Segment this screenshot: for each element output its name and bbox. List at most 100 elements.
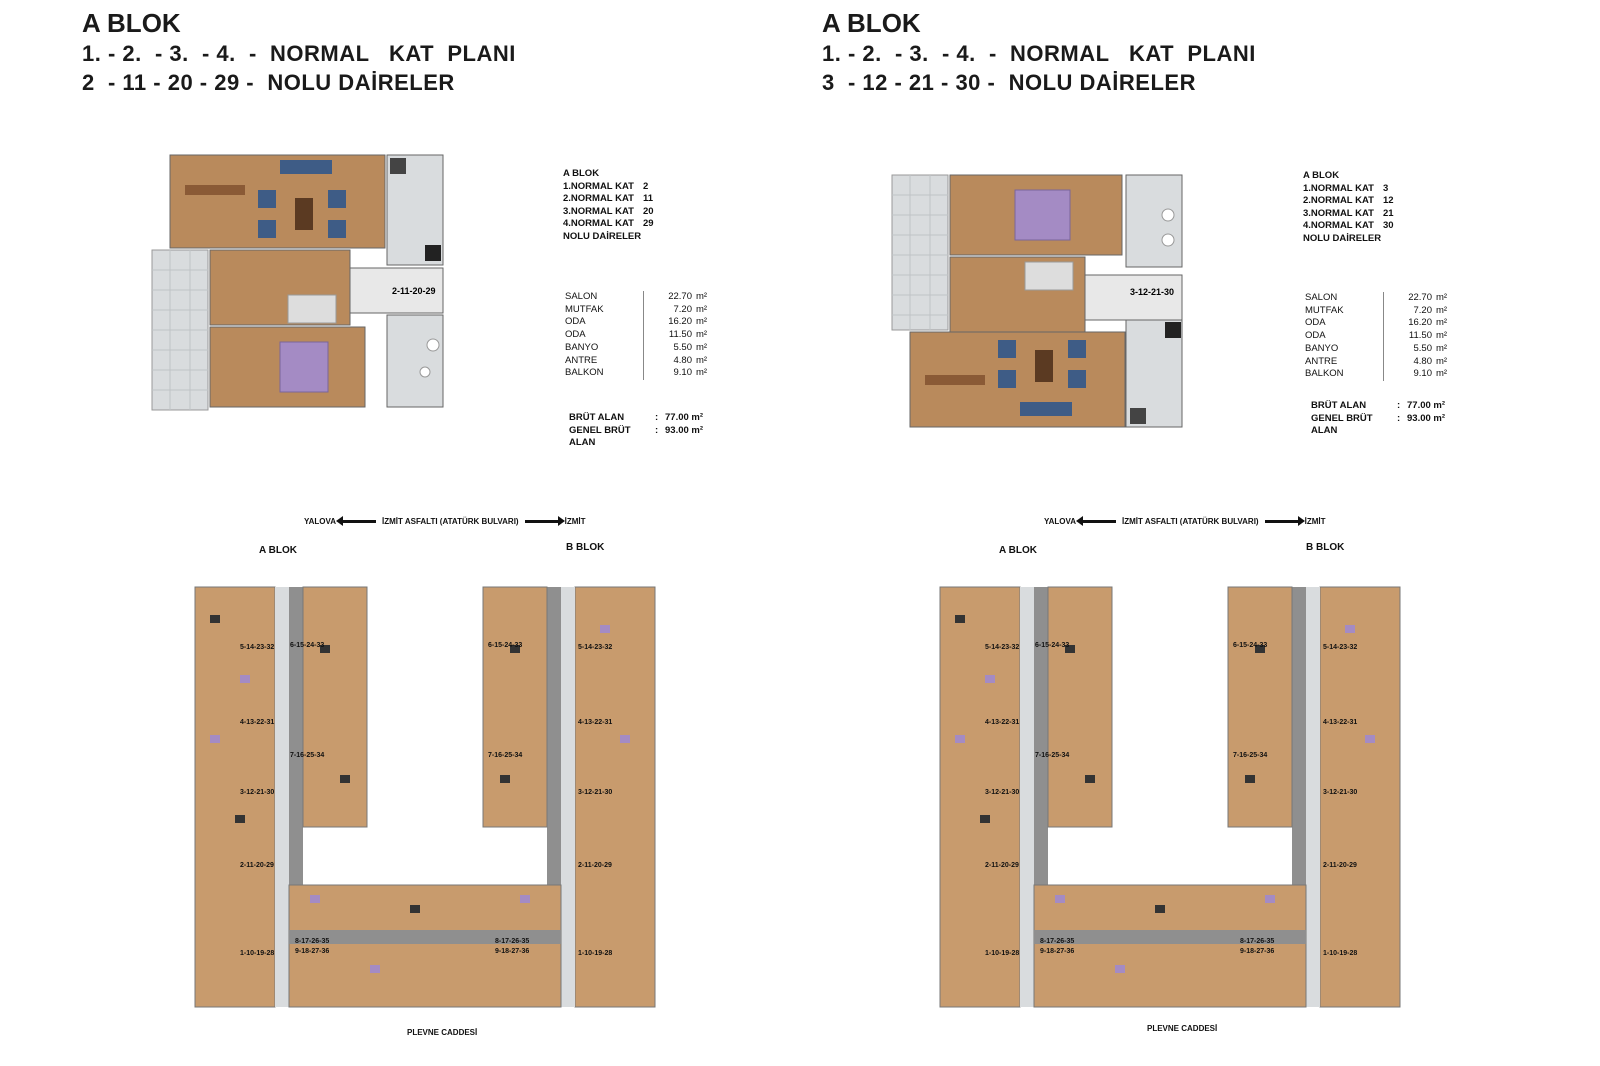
site-unit-label: 2-11-20-29 [240,862,274,869]
road-right-label: İZMİT [564,517,586,526]
bathroom [386,314,444,408]
total-row: BRÜT ALAN:77.00 m² [569,412,704,423]
street-label: PLEVNE CADDESİ [1147,1024,1218,1033]
site-plan: 5-14-23-32 4-13-22-31 3-12-21-30 2-11-20… [939,586,1401,1008]
site-unit-label: 6-15-24-33 [1035,642,1069,649]
site-unit-label: 5-14-23-32 [985,644,1019,651]
site-unit-label: 3-12-21-30 [578,789,612,796]
site-unit-label: 8-17-26-35 [495,938,529,945]
site-plan: 5-14-23-32 4-13-22-31 3-12-21-30 2-11-20… [194,586,656,1008]
site-unit-label: 2-11-20-29 [578,862,612,869]
site-unit-label: 7-16-25-34 [488,752,522,759]
unit-numbers-title: 2 - 11 - 20 - 29 - NOLU DAİRELER [82,70,455,95]
site-unit-label: 4-13-22-31 [240,719,274,726]
site-unit-label: 9-18-27-36 [295,948,329,955]
total-row: GENEL BRÜT ALAN:93.00 m² [569,424,704,449]
site-unit-label: 1-10-19-28 [240,950,274,957]
info-header: A BLOK [563,168,600,179]
road-direction: YALOVA İZMİT ASFALTI (ATATÜRK BULVARI) İ… [1044,516,1326,526]
unit-label: 3-12-21-30 [1130,287,1174,297]
living-room [909,331,1126,428]
block-a-label: A BLOK [999,545,1037,556]
site-unit-label: 1-10-19-28 [578,950,612,957]
bathroom [1125,174,1183,268]
floor-plan-panel-left: A BLOK 1. - 2. - 3. - 4. - NORMAL KAT PL… [0,0,780,1066]
street-label: PLEVNE CADDESİ [407,1028,478,1037]
site-unit-label: 9-18-27-36 [495,948,529,955]
totals: BRÜT ALAN:77.00 m² GENEL BRÜT ALAN:93.00… [569,412,703,450]
balcony [891,174,949,331]
unit-numbers-title: 3 - 12 - 21 - 30 - NOLU DAİRELER [822,70,1196,95]
road-direction: YALOVA İZMİT ASFALTI (ATATÜRK BULVARI) İ… [304,516,586,526]
site-unit-label: 8-17-26-35 [1040,938,1074,945]
site-unit-label: 3-12-21-30 [240,789,274,796]
road-name: İZMİT ASFALTI (ATATÜRK BULVARI) [382,517,519,526]
total-row: GENEL BRÜT ALAN:93.00 m² [1311,412,1446,437]
info-footer: NOLU DAİRELER [563,230,642,242]
site-unit-label: 8-17-26-35 [1240,938,1274,945]
total-row: BRÜT ALAN:77.00 m² [1311,400,1446,411]
unit-label: 2-11-20-29 [392,286,436,296]
site-unit-label: 3-12-21-30 [985,789,1019,796]
plan-title: 1. - 2. - 3. - 4. - NORMAL KAT PLANI [822,41,1256,66]
site-unit-label: 1-10-19-28 [1323,950,1357,957]
site-unit-label: 4-13-22-31 [1323,719,1357,726]
road-left-label: YALOVA [1044,517,1077,526]
site-unit-label: 1-10-19-28 [985,950,1019,957]
apartment-floor-plan: 2-11-20-29 [150,150,450,415]
site-unit-label: 8-17-26-35 [295,938,329,945]
block-title: A BLOK [822,8,921,38]
info-header: A BLOK [1303,170,1340,181]
block-b-label: B BLOK [1306,542,1345,553]
floor-plan-panel-right: A BLOK 1. - 2. - 3. - 4. - NORMAL KAT PL… [740,0,1520,1066]
site-unit-label: 2-11-20-29 [1323,862,1357,869]
site-unit-label: 6-15-24-33 [488,642,522,649]
site-unit-label: 9-18-27-36 [1240,948,1274,955]
road-left-label: YALOVA [304,517,337,526]
site-unit-label: 4-13-22-31 [578,719,612,726]
site-unit-label: 6-15-24-33 [1233,642,1267,649]
site-unit-label: 5-14-23-32 [1323,644,1357,651]
arrow-left-icon [1076,516,1117,526]
block-a-label: A BLOK [259,545,297,556]
site-unit-label: 5-14-23-32 [240,644,274,651]
site-unit-label: 2-11-20-29 [985,862,1019,869]
block-b-label: B BLOK [566,542,605,553]
site-unit-label: 4-13-22-31 [985,719,1019,726]
living-room [169,154,386,249]
block-title: A BLOK [82,8,181,38]
info-footer: NOLU DAİRELER [1303,232,1382,244]
hallway [349,267,444,314]
apartment-floor-plan: 3-12-21-30 [890,170,1186,432]
arrow-left-icon [336,516,377,526]
road-right-label: İZMİT [1304,517,1326,526]
site-unit-label: 6-15-24-33 [290,642,324,649]
totals: BRÜT ALAN:77.00 m² GENEL BRÜT ALAN:93.00… [1311,400,1445,438]
site-unit-label: 7-16-25-34 [290,752,324,759]
arrow-right-icon [524,516,565,526]
